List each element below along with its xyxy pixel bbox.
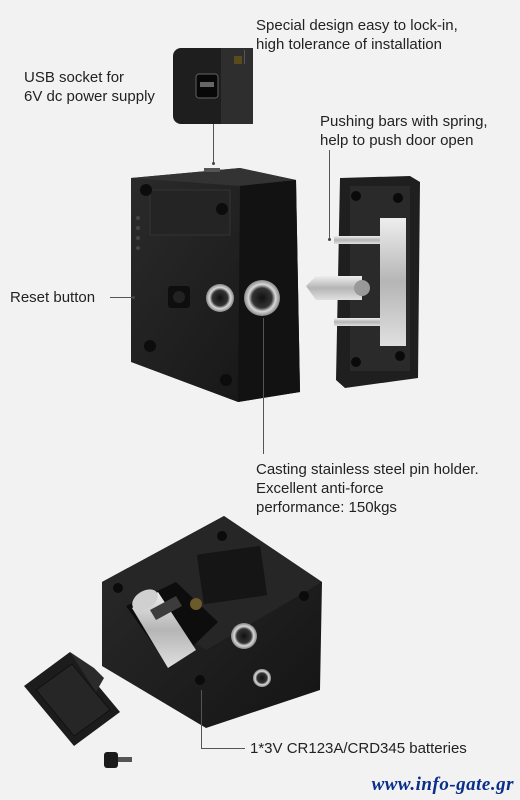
- usb-leader-dot: [212, 162, 215, 165]
- lock-in-label: Special design easy to lock-in, high tol…: [256, 17, 458, 53]
- battery-leader-h: [201, 748, 245, 749]
- strike-plate-icon: [306, 176, 420, 388]
- pushing-bars-label: Pushing bars with spring, help to push d…: [320, 113, 488, 149]
- reset-button-label: Reset button: [10, 289, 96, 306]
- screw-icon: [104, 752, 132, 768]
- reset-leader: [110, 297, 134, 298]
- battery-cover-icon: [24, 652, 120, 746]
- pushing-bars-leader: [329, 150, 330, 240]
- usb-socket-icon: [173, 48, 253, 124]
- usb-socket-label: USB socket for 6V dc power supply: [24, 69, 155, 105]
- battery-icon: [132, 589, 196, 668]
- reset-dot: [132, 296, 135, 299]
- lock-body-icon: [131, 168, 300, 402]
- battery-compartment: [102, 516, 322, 728]
- watermark: www.info-gate.gr: [371, 774, 514, 795]
- usb-leader: [213, 124, 214, 164]
- pin-holder-leader: [263, 318, 264, 454]
- pin-holder-label: Casting stainless steel pin holder. Exce…: [256, 461, 479, 516]
- pushing-bars-dot: [328, 238, 331, 241]
- batteries-label: 1*3V CR123A/CRD345 batteries: [250, 740, 467, 757]
- lock-in-leader: [244, 50, 245, 64]
- battery-leader-v: [201, 690, 202, 748]
